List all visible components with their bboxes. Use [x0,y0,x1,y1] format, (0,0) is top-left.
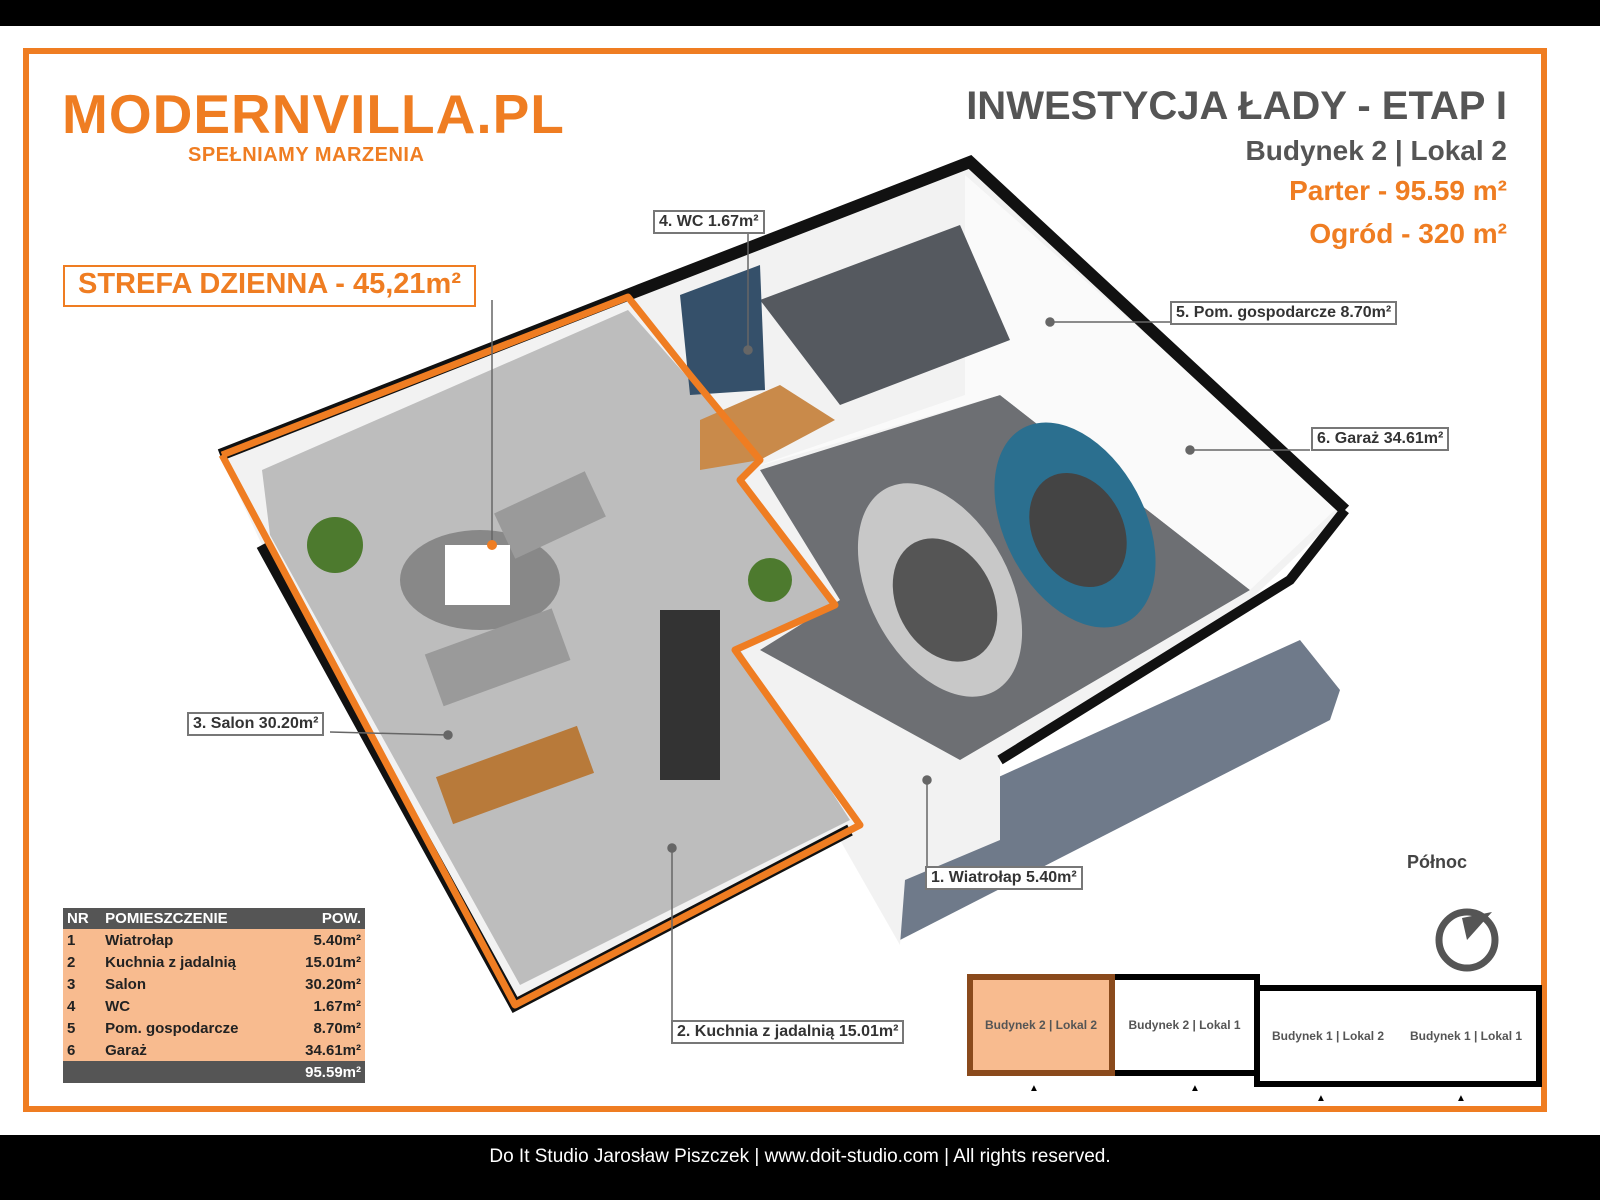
keyplan-b1-l1[interactable]: Budynek 1 | Lokal 1 [1396,985,1542,1087]
col-area: POW. [282,908,365,929]
cell: Wiatrołap [101,929,283,951]
zone-outline [218,293,864,1009]
keyplan-b1-l2[interactable]: Budynek 1 | Lokal 2 [1254,985,1402,1087]
keyplan-b2-l2[interactable]: Budynek 2 | Lokal 2 [967,974,1115,1076]
kitchen-cabinets [660,610,720,780]
cell: WC [101,995,283,1017]
cell: 1.67m² [282,995,365,1017]
entrance-marker-icon: ▲ [1190,1083,1200,1094]
building-unit: Budynek 2 | Lokal 2 [1245,135,1507,166]
col-nr: NR [63,908,102,929]
total-row: 95.59m² [63,1061,365,1083]
footer-copyright: Do It Studio Jarosław Piszczek | www.doi… [0,1135,1600,1200]
cell: 3 [63,973,102,995]
cell: Salon [101,973,283,995]
plant [307,517,363,573]
cell: 6 [63,1039,102,1061]
label-garage: 6. Garaż 34.61m² [1311,427,1450,451]
sofa [494,471,606,559]
label-utility: 5. Pom. gospodarcze 8.70m² [1170,301,1398,325]
keyplan-b2-l1[interactable]: Budynek 2 | Lokal 1 [1115,974,1260,1076]
cell: Kuchnia z jadalnią [101,951,283,973]
col-room: POMIESZCZENIE [101,908,283,929]
ground-floor-area: Parter - 95.59 m² [1289,175,1507,206]
label-salon: 3. Salon 30.20m² [187,712,325,736]
sofa [424,608,571,707]
brand-slogan: SPEŁNIAMY MARZENIA [188,144,425,166]
cell: 8.70m² [282,1017,365,1039]
garden-area: Ogród - 320 m² [1309,218,1507,249]
car-blue-roof [1029,472,1127,588]
stairs [700,385,835,470]
cell: Garaż [101,1039,283,1061]
label-kitchen: 2. Kuchnia z jadalnią 15.01m² [671,1020,905,1044]
plant [748,558,792,602]
day-zone-label: STREFA DZIENNA - 45,21m² [63,265,476,307]
cell: 34.61m² [282,1039,365,1061]
garage-wall [745,175,1340,590]
paving [860,640,1340,940]
total-area: 95.59m² [282,1061,365,1083]
cell: 4 [63,995,102,1017]
cell: 5.40m² [282,929,365,951]
compass-arrow-icon [1462,912,1492,940]
cell: 15.01m² [282,951,365,973]
car-silver-roof [892,538,998,662]
cell: Pom. gospodarcze [101,1017,283,1039]
cell: 5 [63,1017,102,1039]
label-vestibule: 1. Wiatrołap 5.40m² [925,866,1083,890]
cell: 1 [63,929,102,951]
cell: 30.20m² [282,973,365,995]
compass-icon [1435,908,1499,972]
wall-top [997,506,1349,765]
entrance-marker-icon: ▲ [1456,1093,1466,1104]
cell: 2 [63,951,102,973]
investment-title: INWESTYCJA ŁADY - ETAP I [966,84,1507,128]
north-label: Północ [1407,852,1468,872]
entrance-marker-icon: ▲ [1029,1083,1039,1094]
entrance-marker-icon: ▲ [1316,1093,1326,1104]
wc-room [680,265,765,395]
coffee-table [445,545,510,605]
dining-table [435,725,595,825]
orange-frame [23,48,1547,1112]
utility-room [760,225,1010,405]
label-wc: 4. WC 1.67m² [653,210,765,234]
brand-logo: MODERNVILLA.PL [62,83,565,145]
top-bar [0,0,1600,26]
